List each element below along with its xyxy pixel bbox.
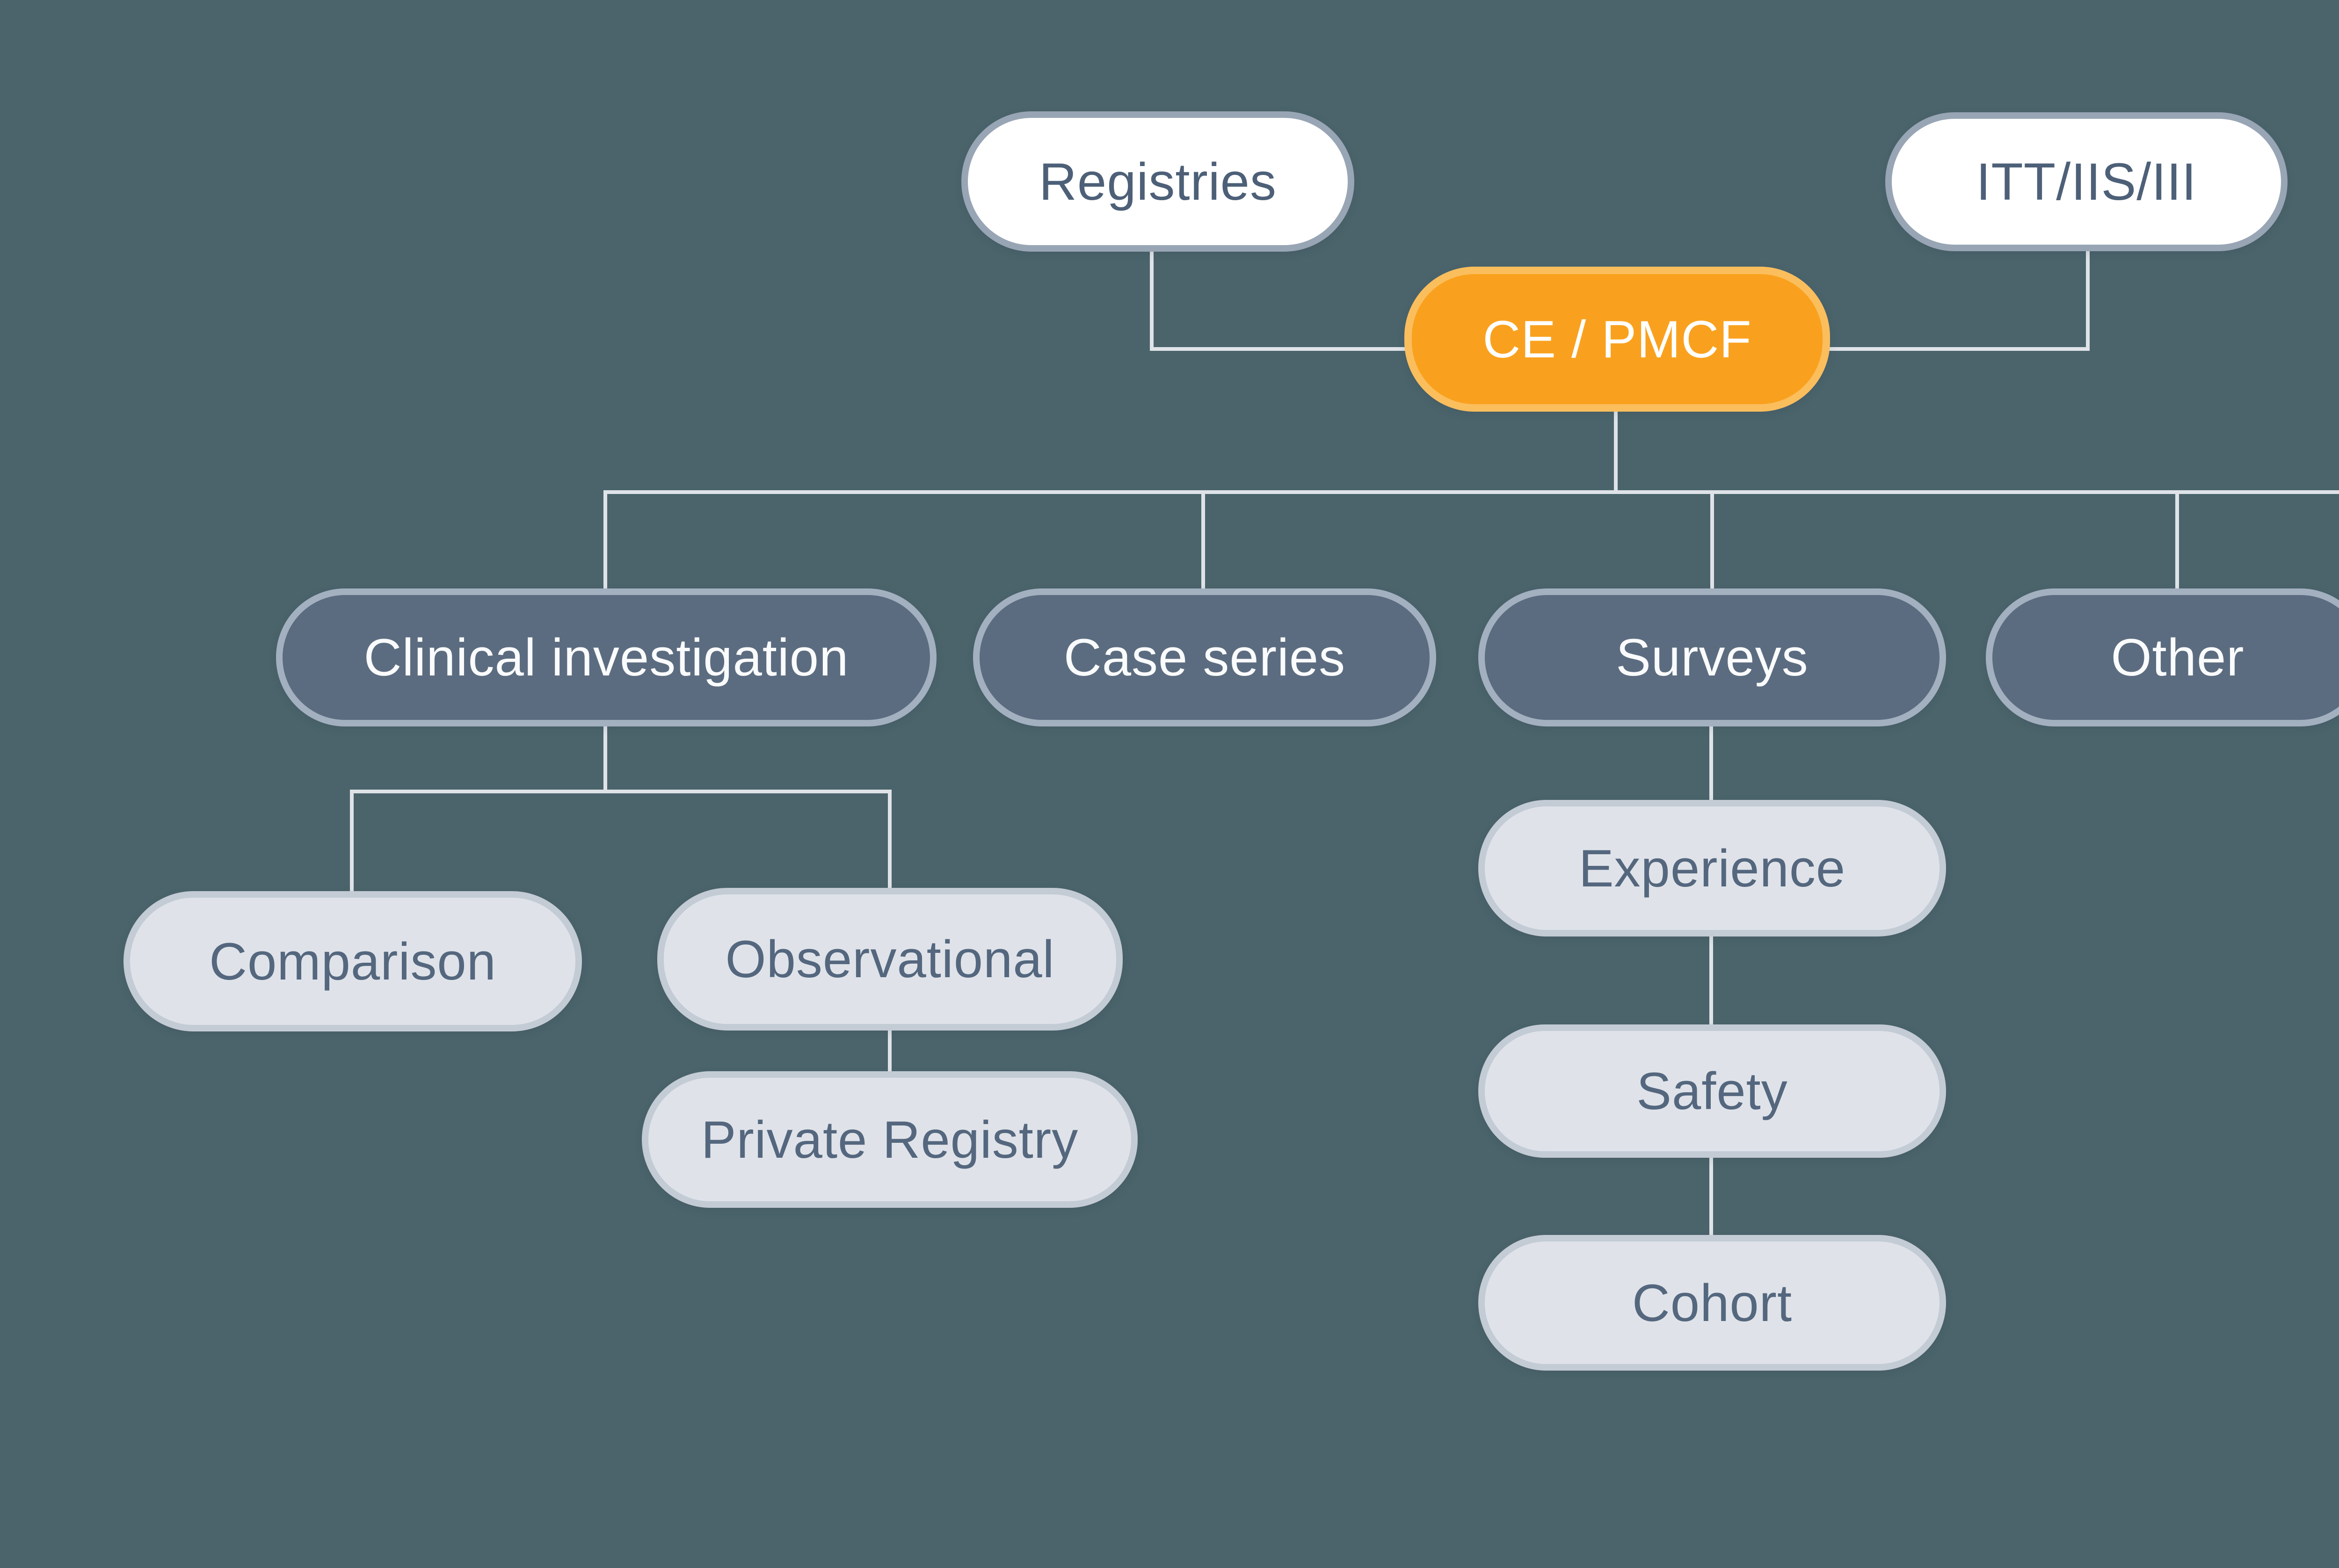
edge-registries-drop <box>1150 250 1154 349</box>
node-experience: Experience <box>1478 800 1946 936</box>
node-surveys-label: Surveys <box>1616 628 1809 687</box>
node-other-label: Other <box>2111 628 2245 687</box>
node-itt-iis-iii-label: ITT/IIS/III <box>1976 152 2197 211</box>
node-clinical-investigation-label: Clinical investigation <box>363 628 849 687</box>
edge-main-bus <box>603 490 2339 494</box>
node-clinical-investigation: Clinical investigation <box>276 588 937 726</box>
node-private-registry: Private Registry <box>642 1071 1138 1208</box>
node-private-registry-label: Private Registry <box>701 1110 1079 1169</box>
edge-itt-drop <box>2086 250 2090 349</box>
node-case-series: Case series <box>973 588 1436 726</box>
node-surveys: Surveys <box>1478 588 1946 726</box>
edge-drop-clinical <box>603 492 607 589</box>
edge-itt-to-ce <box>1828 347 2090 351</box>
node-itt-iis-iii: ITT/IIS/III <box>1885 112 2288 251</box>
node-registries-label: Registries <box>1039 152 1277 211</box>
edge-drop-surveys <box>1710 492 1714 589</box>
edge-clinical-sub-bus <box>350 790 892 793</box>
node-safety-label: Safety <box>1636 1062 1788 1120</box>
edge-surveys-to-experience <box>1709 726 1713 801</box>
node-case-series-label: Case series <box>1063 628 1346 687</box>
edge-ce-drop <box>1614 410 1618 493</box>
node-comparison-label: Comparison <box>209 932 496 991</box>
edge-safety-to-cohort <box>1709 1157 1713 1236</box>
edge-experience-to-safety <box>1709 936 1713 1025</box>
node-registries: Registries <box>961 111 1354 252</box>
node-cohort: Cohort <box>1478 1235 1946 1371</box>
node-observational: Observational <box>657 888 1123 1031</box>
node-ce-pmcf-label: CE / PMCF <box>1482 310 1752 369</box>
node-other: Other <box>1986 588 2339 726</box>
node-ce-pmcf: CE / PMCF <box>1404 267 1830 412</box>
node-comparison: Comparison <box>123 891 582 1031</box>
edge-drop-case-series <box>1201 492 1205 589</box>
node-safety: Safety <box>1478 1024 1946 1158</box>
node-experience-label: Experience <box>1578 839 1846 898</box>
edge-drop-comparison <box>350 791 354 892</box>
node-observational-label: Observational <box>725 930 1055 988</box>
edge-drop-other <box>2175 492 2179 589</box>
edge-observational-to-private <box>888 1029 892 1072</box>
edge-clinical-drop <box>603 726 607 792</box>
node-cohort-label: Cohort <box>1632 1273 1793 1332</box>
edge-registries-to-ce <box>1150 347 1408 351</box>
edge-drop-observational <box>888 791 892 889</box>
